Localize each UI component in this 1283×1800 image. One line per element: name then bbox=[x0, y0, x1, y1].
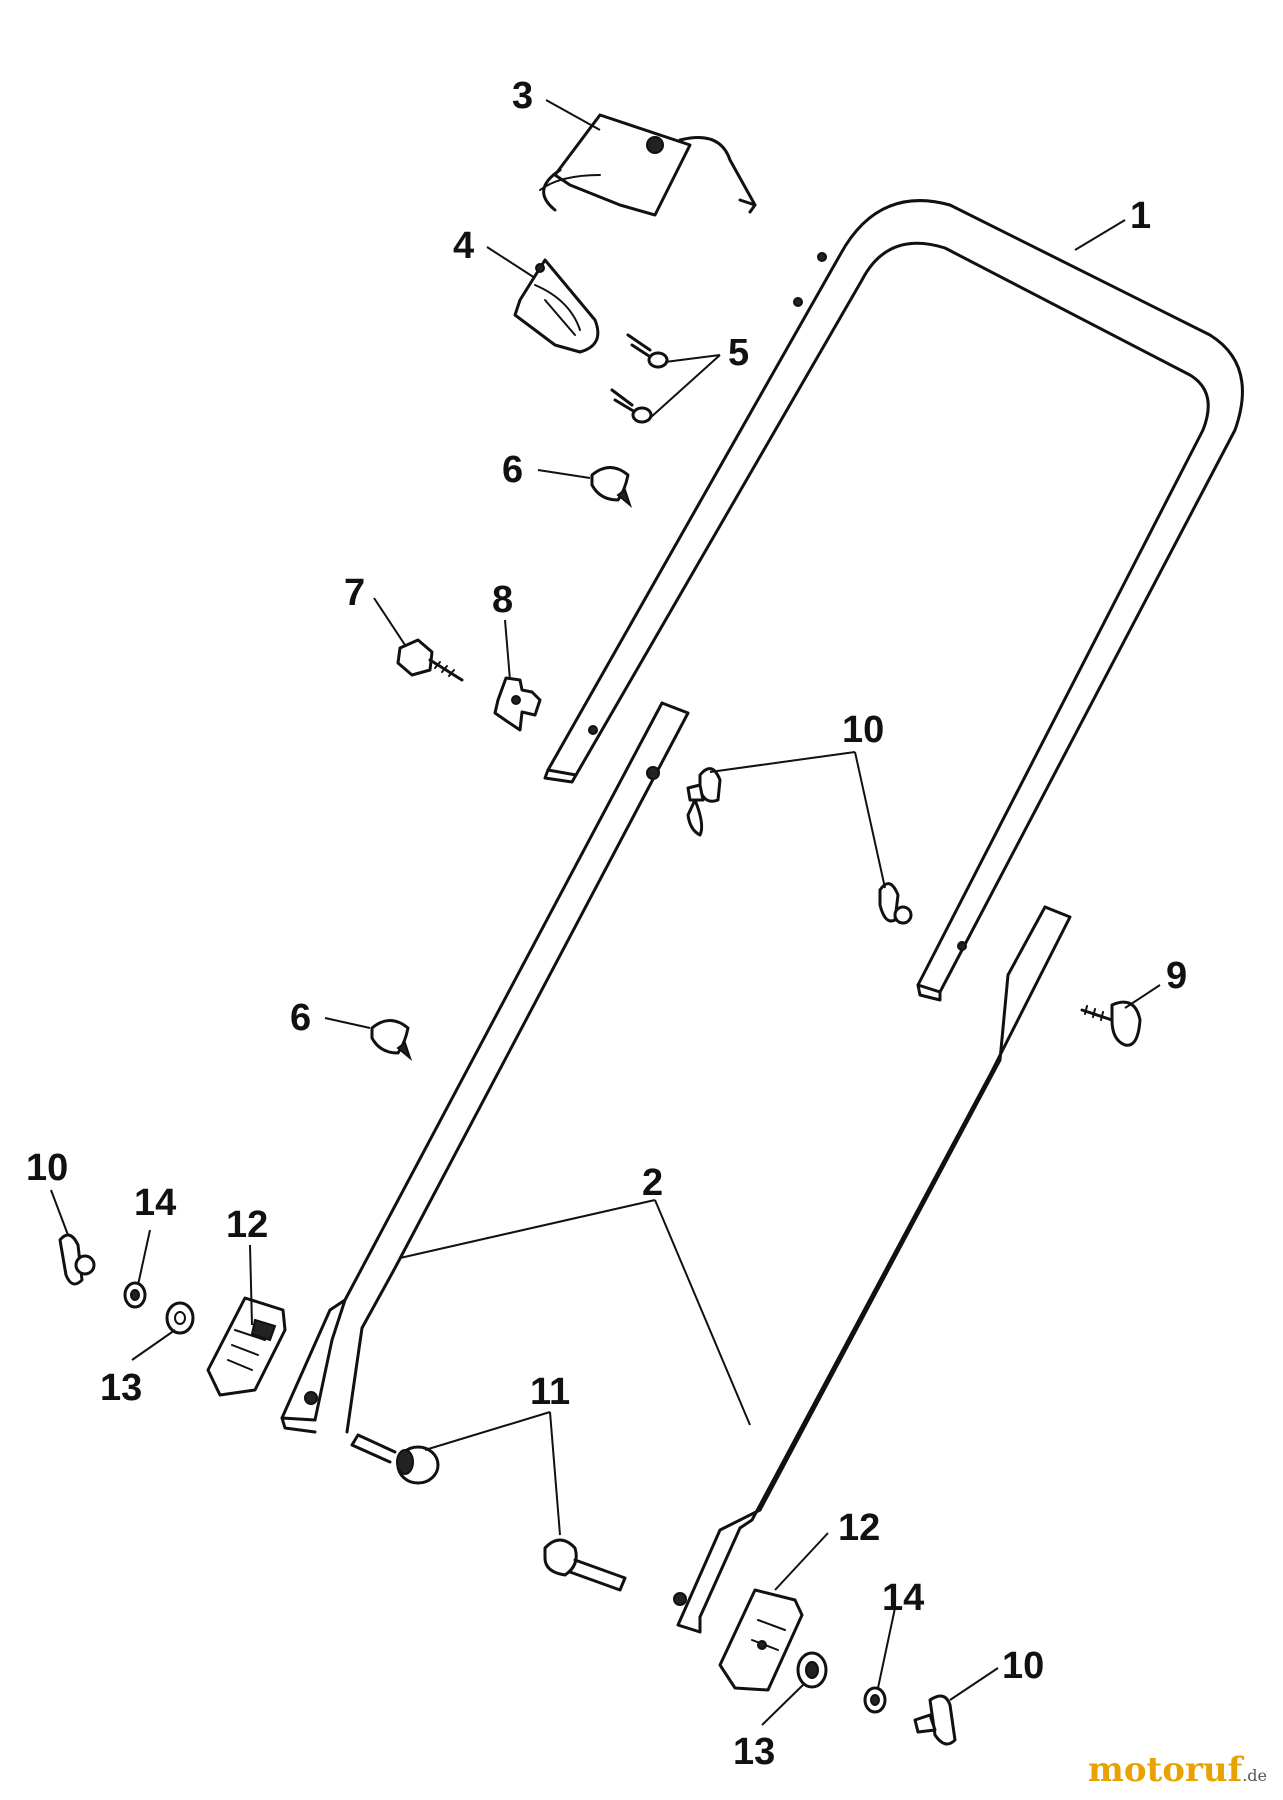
callout-14-left: 14 bbox=[134, 1182, 176, 1224]
lower-handle-right bbox=[673, 905, 1072, 1634]
bushing-part-13-right bbox=[796, 1651, 828, 1689]
callout-13-left: 13 bbox=[100, 1367, 142, 1409]
clip-part-6-upper bbox=[590, 466, 633, 509]
callout-14-right: 14 bbox=[882, 1577, 924, 1619]
clip-cover-part bbox=[513, 258, 600, 354]
watermark-tld: .de bbox=[1242, 1766, 1267, 1785]
screw-part-5 bbox=[610, 333, 669, 424]
watermark-brand: motoruf bbox=[1087, 1750, 1243, 1790]
block-part-12-left bbox=[206, 1296, 287, 1397]
washer-part-14-left bbox=[123, 1281, 147, 1309]
brand-watermark: motoruf.de bbox=[1088, 1750, 1267, 1790]
callout-5: 5 bbox=[728, 332, 749, 374]
callout-10-left: 10 bbox=[26, 1147, 68, 1189]
bushing-part-13-left bbox=[165, 1301, 195, 1335]
callout-6-upper: 6 bbox=[502, 449, 523, 491]
callout-9: 9 bbox=[1166, 955, 1187, 997]
washer-part-14-right bbox=[863, 1686, 887, 1714]
callout-13-right: 13 bbox=[733, 1731, 775, 1773]
bracket-part-8 bbox=[493, 676, 542, 732]
callout-8: 8 bbox=[492, 579, 513, 621]
thumb-screw-part-9 bbox=[1080, 1000, 1142, 1047]
callout-11: 11 bbox=[530, 1371, 570, 1413]
cable-lever-part bbox=[539, 113, 757, 217]
callout-12-left: 12 bbox=[226, 1204, 268, 1246]
block-part-12-right bbox=[718, 1588, 804, 1692]
wing-nut-part-10-left bbox=[58, 1233, 96, 1286]
callout-12-right: 12 bbox=[838, 1507, 880, 1549]
callout-labels: 1 2 3 4 5 6 6 7 8 9 10 10 10 11 12 12 13… bbox=[26, 75, 1187, 1773]
wing-nut-part-10-upper-b bbox=[878, 882, 913, 925]
upper-handle bbox=[543, 199, 1244, 1002]
lower-handle-left bbox=[280, 701, 690, 1434]
leader-lines bbox=[50, 99, 1161, 1726]
callout-6-lower: 6 bbox=[290, 997, 311, 1039]
callout-10-right: 10 bbox=[1002, 1645, 1044, 1687]
callout-10-upper: 10 bbox=[842, 709, 884, 751]
callout-7: 7 bbox=[344, 572, 365, 614]
callout-1: 1 bbox=[1130, 195, 1151, 237]
callout-3: 3 bbox=[512, 75, 533, 117]
callout-2: 2 bbox=[642, 1162, 663, 1204]
wing-nut-part-10-right bbox=[913, 1694, 957, 1746]
callout-4: 4 bbox=[453, 225, 474, 267]
wing-nut-part-10-upper-a bbox=[686, 767, 722, 837]
clip-part-6-lower bbox=[370, 1019, 413, 1062]
bolt-part-11-left bbox=[350, 1433, 440, 1485]
bolt-part-11-right bbox=[543, 1538, 627, 1592]
knob-screw-part-7 bbox=[396, 638, 464, 682]
